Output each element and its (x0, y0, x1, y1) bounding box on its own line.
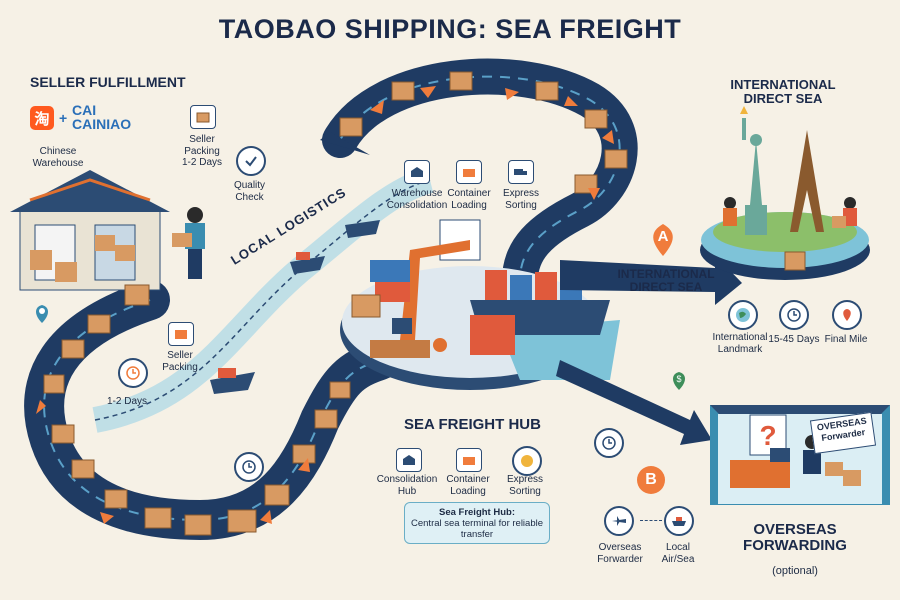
package-icon (190, 105, 216, 129)
marker-a-letter: A (657, 228, 669, 245)
international-landmark-label: International Landmark (712, 332, 768, 355)
cainiao-brand-line2: CAINIAO (72, 116, 132, 132)
hub-note-body: Central sea terminal for reliable transf… (411, 518, 544, 540)
route-connector (640, 520, 662, 521)
cainiao-brand-line1: CAI (72, 102, 97, 118)
express-coin-icon (512, 446, 542, 476)
chinese-warehouse-label: Chinese Warehouse (32, 146, 84, 169)
international-direct-sea-heading: INTERNATIONAL DIRECT SEA (730, 77, 836, 107)
container-loading-label: Container Loading (447, 188, 491, 211)
quality-check-icon (236, 146, 266, 176)
overseas-forwarding-heading: OVERSEAS FORWARDING (743, 521, 847, 554)
transit-days-label: 15-45 Days (768, 334, 820, 345)
page-title: TAOBAO SHIPPING: SEA FREIGHT (218, 14, 682, 44)
optional-label: (optional) (772, 565, 818, 577)
seller-packing-lower-label: Seller Packing (162, 350, 198, 373)
container-icon (456, 160, 482, 184)
sea-freight-hub-heading: SEA FREIGHT HUB (404, 416, 541, 433)
airplane-icon (604, 506, 634, 536)
hub-container-icon (456, 448, 482, 472)
warehouse-consolidation-label: Warehouse Consolidation (386, 188, 448, 211)
svg-text:?: ? (759, 420, 776, 451)
clock-icon (118, 358, 148, 388)
consolidation-hub-label: Consolidation Hub (376, 474, 438, 497)
chinese-warehouse (10, 170, 170, 291)
overseas-arrow (556, 360, 712, 445)
port-crane (400, 240, 470, 340)
final-mile-label: Final Mile (824, 334, 868, 345)
globe-icon (728, 300, 758, 330)
international-arrow-label: INTERNATIONAL DIRECT SEA (617, 267, 715, 295)
svg-text:$: $ (676, 374, 681, 384)
calendar-clock-icon (779, 300, 809, 330)
warehouse-icon (404, 160, 430, 184)
truck-icon (508, 160, 534, 184)
seller-days-label: 1-2 Days (106, 396, 147, 407)
taobao-logo-icon: 淘 (30, 106, 54, 130)
hub-express-sorting-label: Express Sorting (506, 474, 544, 497)
cainiao-logo: CAI CAINIAO (72, 103, 131, 131)
marker-a: A (648, 222, 678, 258)
consolidation-hub-icon (396, 448, 422, 472)
seller-packing-icon (168, 322, 194, 346)
marker-b: B (637, 466, 665, 494)
express-sorting-label: Express Sorting (502, 188, 540, 211)
seller-fulfillment-heading: SELLER FULFILLMENT (30, 74, 186, 90)
hub-note-box: Sea Freight Hub: Central sea terminal fo… (404, 502, 550, 544)
location-pin-icon (32, 303, 52, 323)
statue-of-liberty (740, 106, 767, 235)
hub-container-loading-label: Container Loading (446, 474, 490, 497)
quality-check-label: Quality Check (233, 180, 266, 203)
cargo-ship-icon (664, 506, 694, 536)
overseas-forwarder-label: Overseas Forwarder (597, 542, 643, 565)
hub-note-title: Sea Freight Hub: (438, 507, 515, 518)
timer-icon (234, 452, 264, 482)
international-arrow (560, 255, 742, 305)
price-pin-icon: $ (670, 370, 688, 392)
stopwatch-icon (594, 428, 624, 458)
local-air-sea-label: Local Air/Sea (661, 542, 695, 565)
eiffel-tower (790, 130, 824, 232)
seller-packing-top-label: Seller Packing 1-2 Days (181, 134, 222, 168)
final-mile-pin-icon (832, 300, 862, 330)
plus-icon: + (59, 110, 68, 126)
